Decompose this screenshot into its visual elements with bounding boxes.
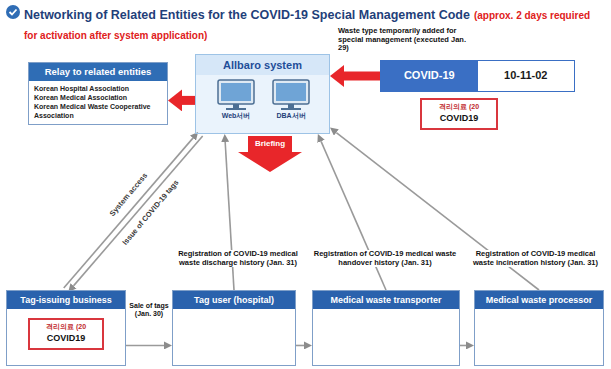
arrow-label: Briefing: [246, 139, 294, 148]
edge-label: Registration of COVID-19 medical waste d…: [170, 250, 306, 267]
entity-box: Relay to related entitiesKorean Hospital…: [28, 62, 168, 125]
box-heading: Medical waste transporter: [313, 291, 459, 309]
box-heading: Allbaro system: [196, 55, 329, 75]
process-box: Tag user (hospital): [172, 290, 296, 366]
tag-code: COVID19: [425, 112, 493, 124]
box-heading: Tag-issuing business: [7, 291, 125, 309]
monitor-stand: [233, 104, 239, 108]
box-text: Korean Medical Waste Cooperative Associa…: [29, 102, 167, 124]
monitor-base: [281, 108, 301, 110]
code-name: COVID-19: [381, 61, 478, 91]
edge-label: Registration of COVID-19 medical waste h…: [312, 250, 458, 267]
process-box: Medical waste processor: [474, 290, 604, 366]
box-text: Korean Medical Association: [29, 93, 167, 102]
annotation: Waste type temporarily added for special…: [338, 27, 473, 53]
waste-code-box: COVID-1910-11-02: [380, 60, 575, 92]
flow-arrow: [296, 345, 304, 347]
box-heading: Tag user (hospital): [173, 291, 295, 309]
process-box: Tag-issuing business 격리의료 (20COVID19: [6, 290, 126, 366]
monitor-frame: [218, 80, 254, 104]
title: Networking of Related Entities for the C…: [24, 8, 470, 22]
process-box: Medical waste transporter: [312, 290, 460, 366]
flow-arrow: [460, 345, 466, 347]
server-icon: [273, 80, 309, 110]
icon-label: DBA서버: [266, 112, 316, 120]
box-heading: Medical waste processor: [475, 291, 603, 309]
monitor-screen: [276, 83, 306, 101]
flow-arrow: [182, 96, 195, 105]
code-number: 10-11-02: [478, 61, 575, 91]
flow-arrow: [126, 345, 164, 347]
box-heading: Relay to related entities: [29, 63, 167, 81]
briefing-arrow: [238, 136, 302, 172]
edge-label: Registration of COVID-19 medical waste i…: [466, 250, 605, 267]
monitor-frame: [273, 80, 309, 104]
monitor-screen: [221, 83, 251, 101]
monitor-stand: [288, 104, 294, 108]
box-text: Korean Hospital Association: [29, 81, 167, 93]
tag-code: COVID19: [33, 332, 99, 344]
header: Networking of Related Entities for the C…: [24, 4, 604, 44]
tag-heading: 격리의료 (20: [425, 102, 493, 112]
tag-card: 격리의료 (20COVID19: [420, 98, 498, 130]
edge-label: Sale of tags (Jan. 30): [127, 302, 171, 318]
flow-arrow: [225, 142, 234, 290]
system-box: Allbaro system: [195, 54, 330, 134]
flow-arrow: [344, 72, 380, 81]
check-mark: [10, 10, 17, 15]
system-fill: [195, 54, 330, 134]
check-icon: [6, 5, 20, 19]
server-icon: [218, 80, 254, 110]
monitor-base: [226, 108, 246, 110]
icon-circle: [6, 5, 20, 19]
icon-label: Web서버: [211, 112, 261, 120]
tag-card: 격리의료 (20COVID19: [28, 318, 104, 350]
tag-heading: 격리의료 (20: [33, 322, 99, 332]
